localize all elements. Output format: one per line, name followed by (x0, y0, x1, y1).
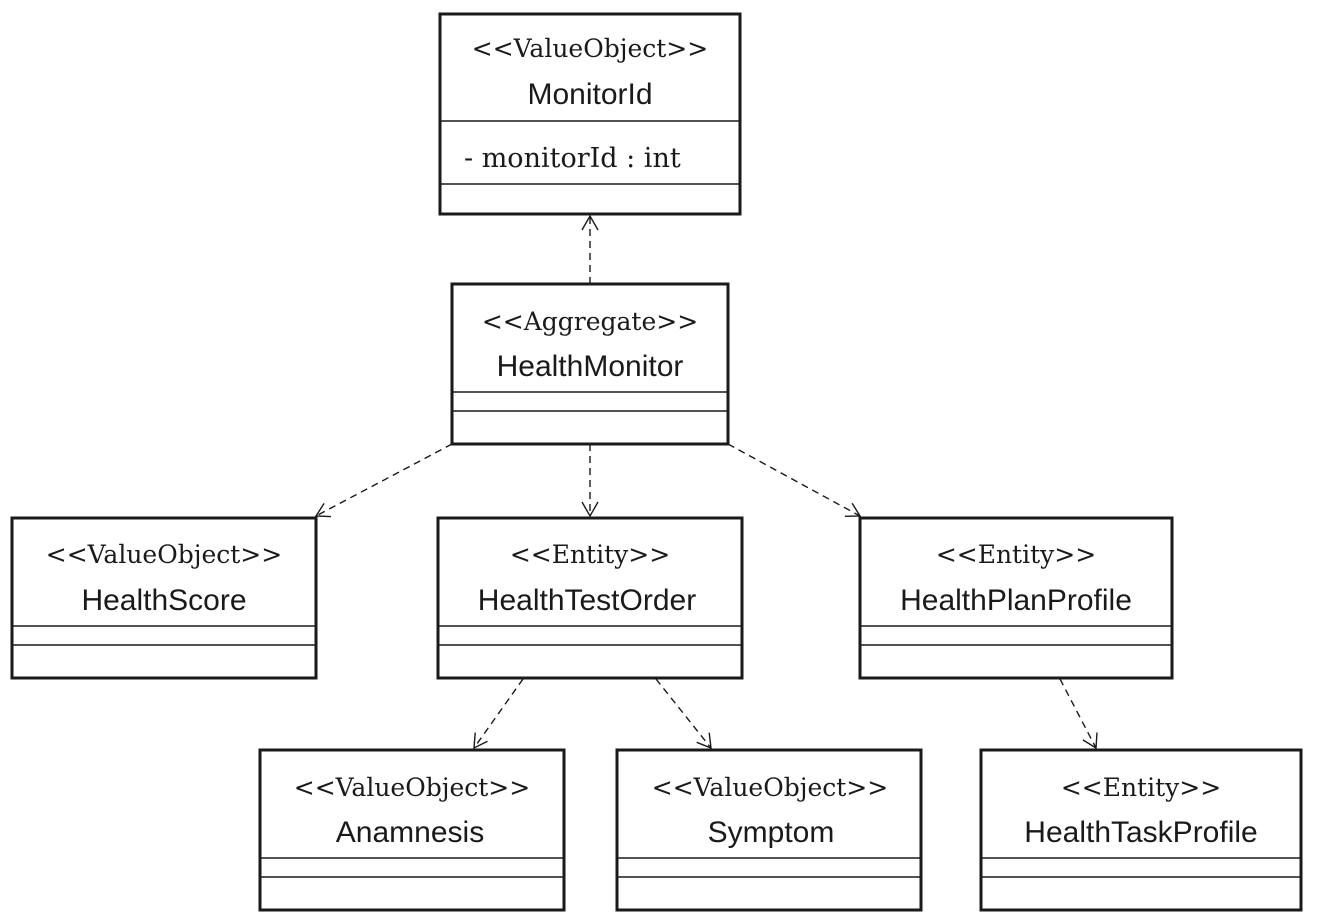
class-name: Symptom (708, 816, 835, 849)
stereotype-label: <<ValueObject>> (472, 34, 708, 63)
stereotype-label: <<Entity>> (936, 540, 1096, 569)
dependency-healthmonitor-to-healthtestorder (581, 444, 599, 518)
class-name: Anamnesis (336, 816, 484, 849)
stereotype-label: <<ValueObject>> (652, 773, 888, 802)
class-name: HealthPlanProfile (900, 584, 1132, 617)
dependency-healthtestorder-to-anamnesis (473, 678, 524, 750)
class-name: HealthMonitor (497, 350, 684, 383)
class-box-anamnesis: <<ValueObject>> Anamnesis (258, 748, 566, 912)
stereotype-label: <<ValueObject>> (294, 773, 530, 802)
dependency-healthmonitor-to-monitorid (581, 214, 599, 284)
dependency-arrows (314, 214, 1098, 750)
dependency-healthmonitor-to-healthplanprofile (727, 443, 862, 517)
class-box-healthtestorder: <<Entity>> HealthTestOrder (436, 516, 744, 680)
attribute-monitorid: - monitorId : int (464, 143, 681, 174)
class-box-healthscore: <<ValueObject>> HealthScore (10, 516, 318, 680)
class-box-healthtaskprofile: <<Entity>> HealthTaskProfile (979, 748, 1303, 912)
stereotype-label: <<ValueObject>> (46, 540, 282, 569)
dependency-healthmonitor-to-healthscore (314, 443, 453, 518)
class-name: HealthScore (81, 584, 246, 617)
class-box-healthmonitor: <<Aggregate>> HealthMonitor (450, 282, 730, 446)
stereotype-label: <<Entity>> (1061, 773, 1221, 802)
class-name: HealthTestOrder (478, 584, 696, 617)
stereotype-label: <<Aggregate>> (482, 307, 698, 336)
class-box-monitorid: <<ValueObject>> MonitorId - monitorId : … (438, 12, 742, 216)
class-name: HealthTaskProfile (1024, 816, 1257, 849)
class-box-healthplanprofile: <<Entity>> HealthPlanProfile (858, 516, 1174, 680)
stereotype-label: <<Entity>> (510, 540, 670, 569)
class-box-symptom: <<ValueObject>> Symptom (615, 748, 923, 912)
dependency-healthplanprofile-to-healthtaskprofile (1059, 678, 1098, 750)
dependency-healthtestorder-to-symptom (655, 678, 712, 750)
class-name: MonitorId (527, 78, 652, 111)
